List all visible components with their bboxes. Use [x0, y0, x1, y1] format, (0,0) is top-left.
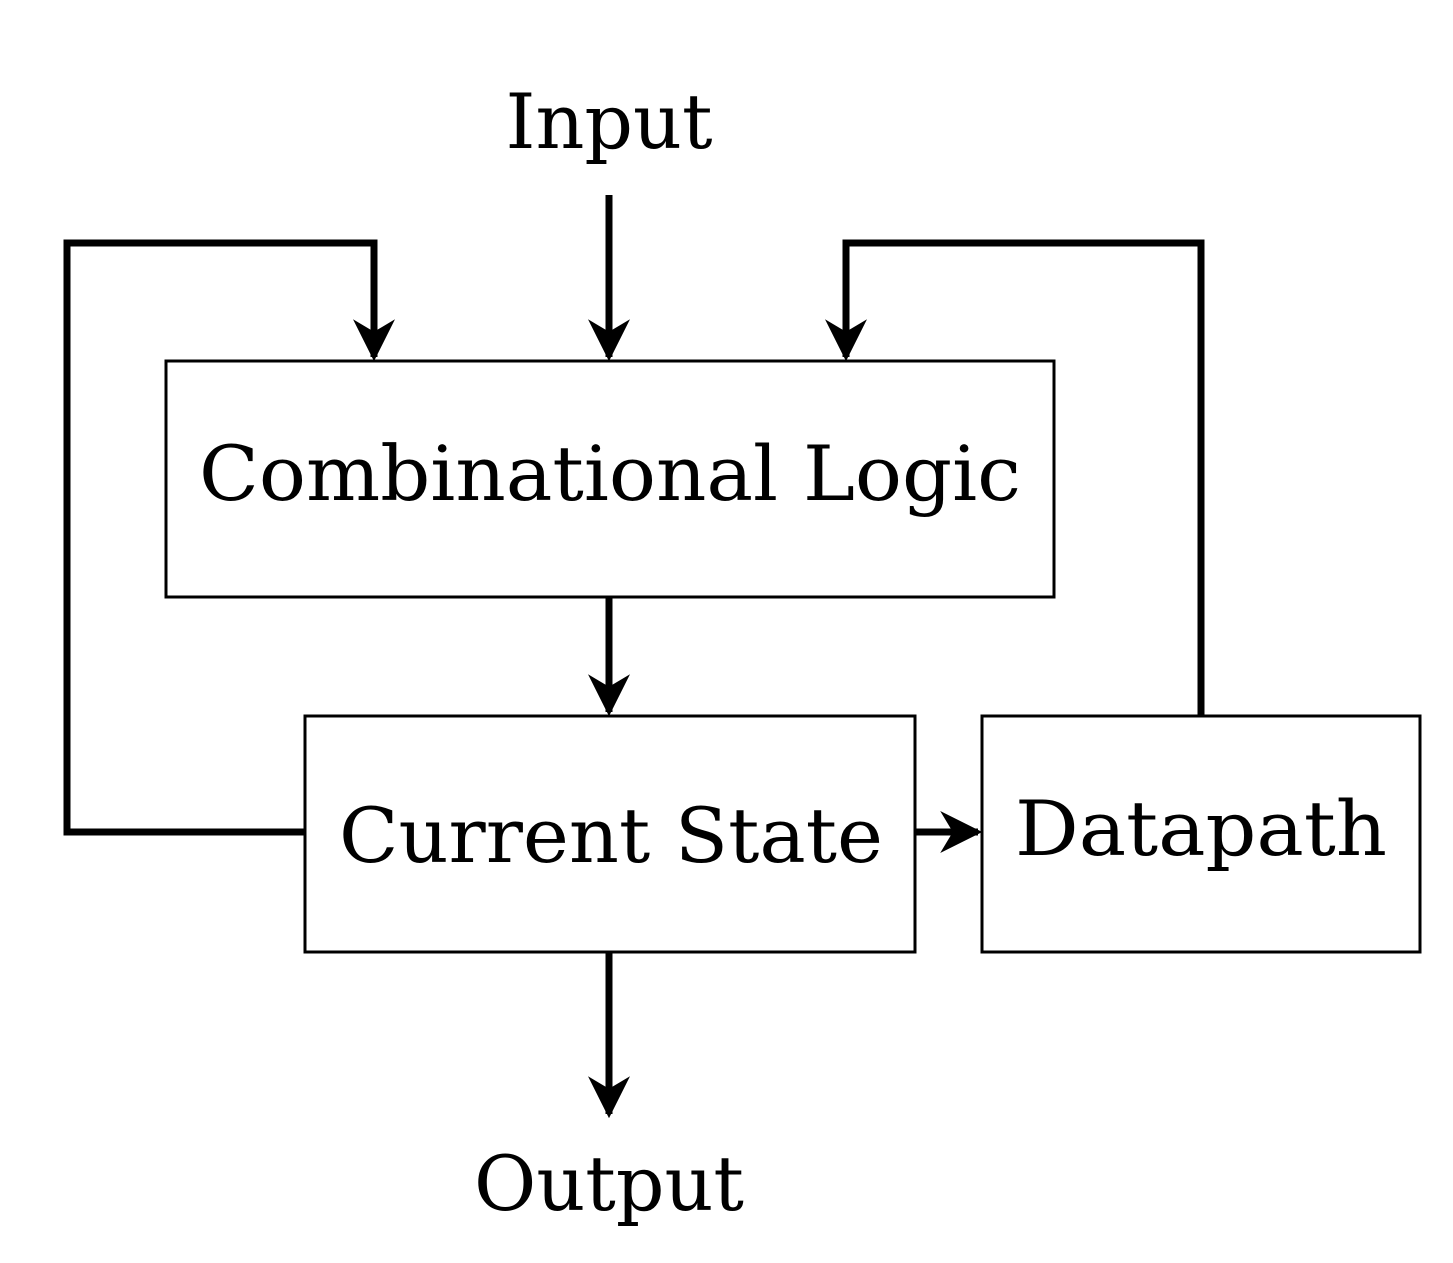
input-label: Input	[505, 77, 712, 166]
current-state-label: Current State	[339, 791, 883, 880]
combinational-logic-label: Combinational Logic	[199, 429, 1021, 518]
arrow-current-state-feedback	[63, 239, 395, 836]
output-label: Output	[474, 1139, 744, 1228]
arrow-datapath-feedback	[825, 239, 1205, 716]
datapath-label: Datapath	[1015, 784, 1387, 873]
